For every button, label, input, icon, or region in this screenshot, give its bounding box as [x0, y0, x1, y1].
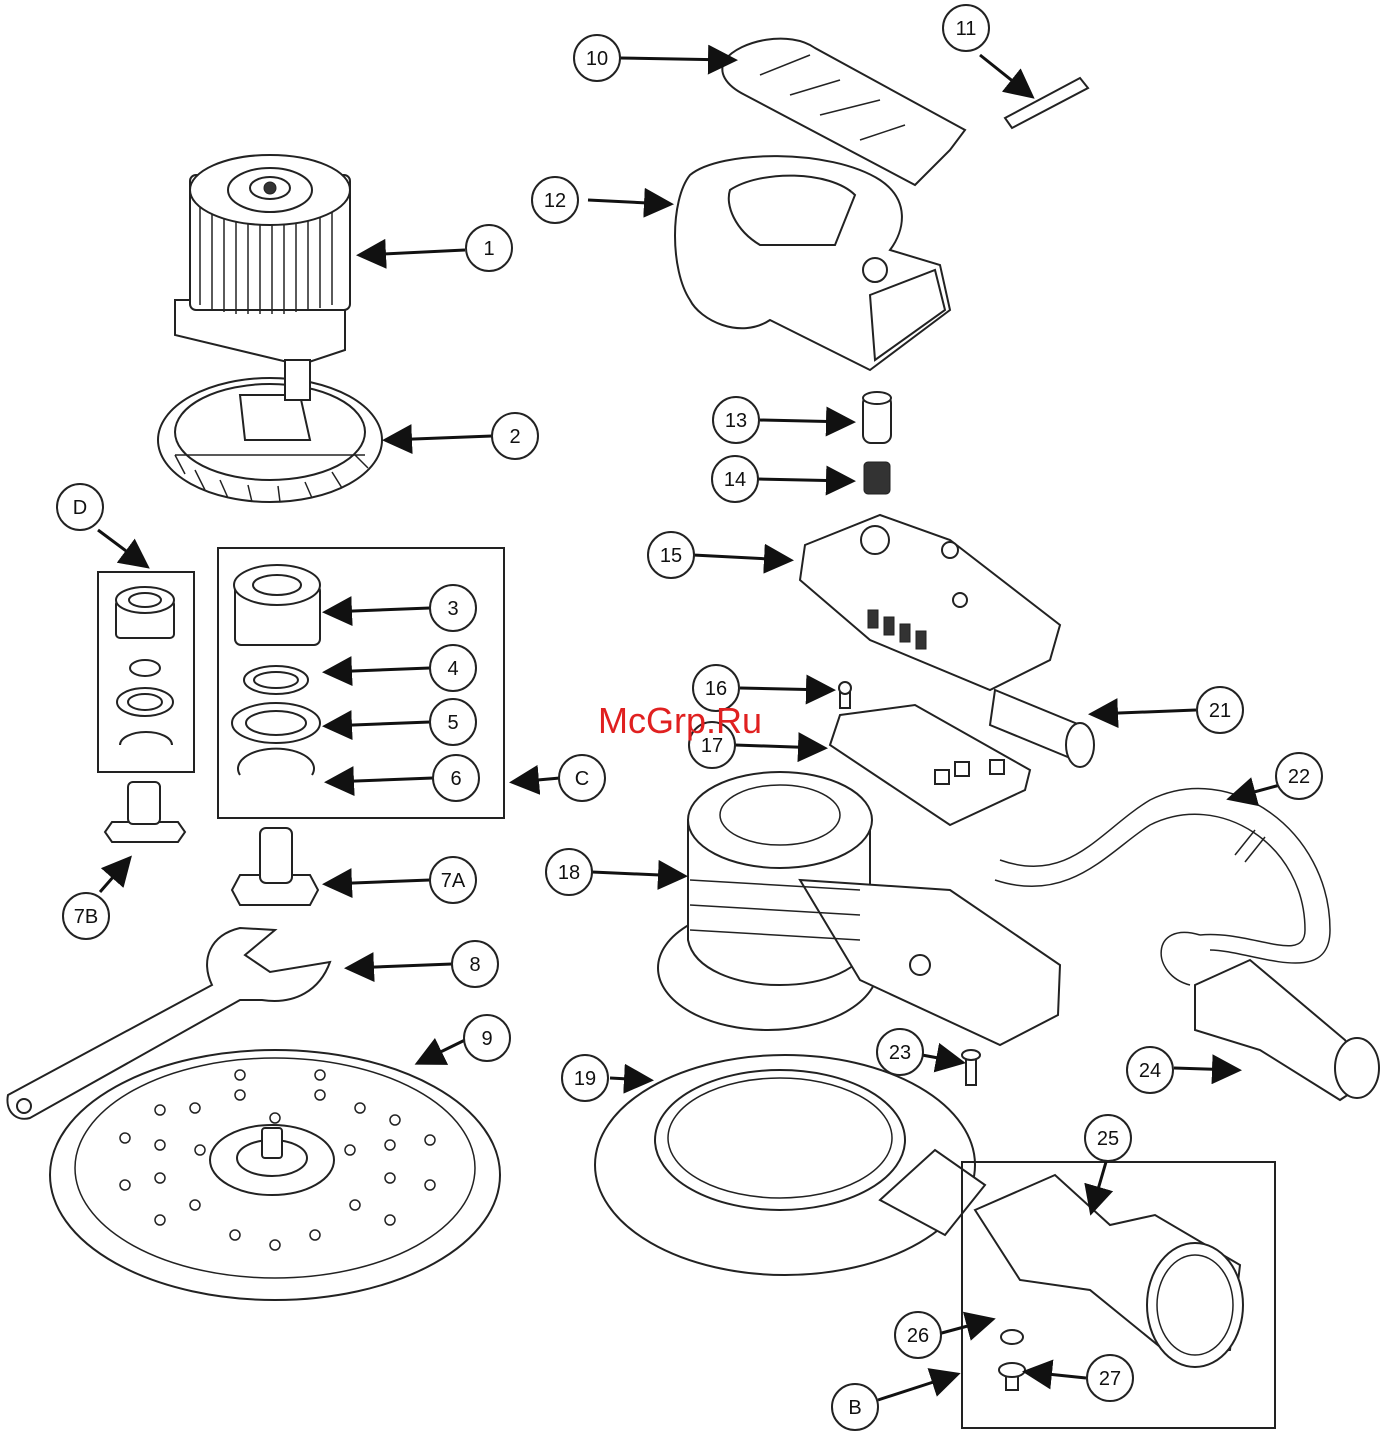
- callout-label: 3: [447, 598, 458, 620]
- callout-label: 25: [1097, 1128, 1119, 1150]
- callout-label: D: [73, 497, 87, 519]
- callout-label: 22: [1288, 766, 1310, 788]
- callout-7a: 7A: [430, 857, 476, 903]
- callout-label: 4: [447, 658, 458, 680]
- callout-label: 13: [725, 410, 747, 432]
- callout-13: 13: [713, 397, 759, 443]
- callout-d: D: [57, 484, 103, 530]
- motor-part: [175, 155, 350, 365]
- callout-label: 8: [469, 954, 480, 976]
- callout-10: 10: [574, 35, 620, 81]
- callout-label: 21: [1209, 700, 1231, 722]
- callout-label: 9: [481, 1028, 492, 1050]
- callout-b: B: [832, 1384, 878, 1430]
- callout-c: C: [559, 755, 605, 801]
- callout-5: 5: [430, 699, 476, 745]
- kit-c-parts: [232, 565, 320, 775]
- callout-label: 1: [483, 238, 494, 260]
- valve-body-part: [800, 515, 1060, 690]
- callout-label: B: [848, 1397, 861, 1419]
- callout-24: 24: [1127, 1047, 1173, 1093]
- callout-2: 2: [492, 413, 538, 459]
- callout-12: 12: [532, 177, 578, 223]
- callout-6: 6: [433, 755, 479, 801]
- callout-label: 24: [1139, 1060, 1161, 1082]
- callout-label: C: [575, 768, 589, 790]
- kit-d-parts: [105, 587, 185, 842]
- callout-label: 18: [558, 862, 580, 884]
- callout-label: 7B: [74, 906, 98, 928]
- screw-part-16: [839, 682, 851, 708]
- callout-3: 3: [430, 585, 476, 631]
- callout-label: 16: [705, 678, 727, 700]
- callout-21: 21: [1197, 687, 1243, 733]
- watermark: McGrp.Ru: [598, 700, 762, 741]
- spring-part: [864, 462, 890, 494]
- valve-cap-part: [863, 392, 891, 443]
- callout-4: 4: [430, 645, 476, 691]
- callout-22: 22: [1276, 753, 1322, 799]
- callout-15: 15: [648, 532, 694, 578]
- callout-8: 8: [452, 941, 498, 987]
- callout-18: 18: [546, 849, 592, 895]
- callout-26: 26: [895, 1312, 941, 1358]
- fan-part: [158, 360, 382, 502]
- main-housing-part: [658, 772, 1060, 1045]
- callout-label: 7A: [441, 870, 466, 892]
- callout-label: 14: [724, 469, 746, 491]
- spindle-part-7a: [232, 828, 318, 905]
- screw-part-23: [962, 1050, 980, 1085]
- callout-19: 19: [562, 1055, 608, 1101]
- callout-23: 23: [877, 1029, 923, 1075]
- backing-pad-part: [50, 1050, 500, 1300]
- callout-label: 11: [956, 18, 977, 40]
- dust-shroud-part: [595, 1055, 985, 1275]
- callout-label: 12: [544, 190, 566, 212]
- callout-label: 6: [450, 768, 461, 790]
- callout-label: 10: [586, 48, 608, 70]
- callout-1: 1: [466, 225, 512, 271]
- callout-label: 27: [1099, 1368, 1121, 1390]
- callout-27: 27: [1087, 1355, 1133, 1401]
- housing-cover-part: [675, 156, 950, 370]
- callout-label: 2: [509, 426, 520, 448]
- callout-label: 23: [889, 1042, 911, 1064]
- callout-7b: 7B: [63, 893, 109, 939]
- coupling-part: [1195, 960, 1379, 1100]
- callout-9: 9: [464, 1015, 510, 1061]
- callout-11: 11: [943, 5, 989, 51]
- callout-label: 5: [447, 712, 458, 734]
- callout-label: 15: [660, 545, 682, 567]
- callout-label: 19: [574, 1068, 596, 1090]
- callout-14: 14: [712, 456, 758, 502]
- callout-label: 26: [907, 1325, 929, 1347]
- callout-25: 25: [1085, 1115, 1131, 1161]
